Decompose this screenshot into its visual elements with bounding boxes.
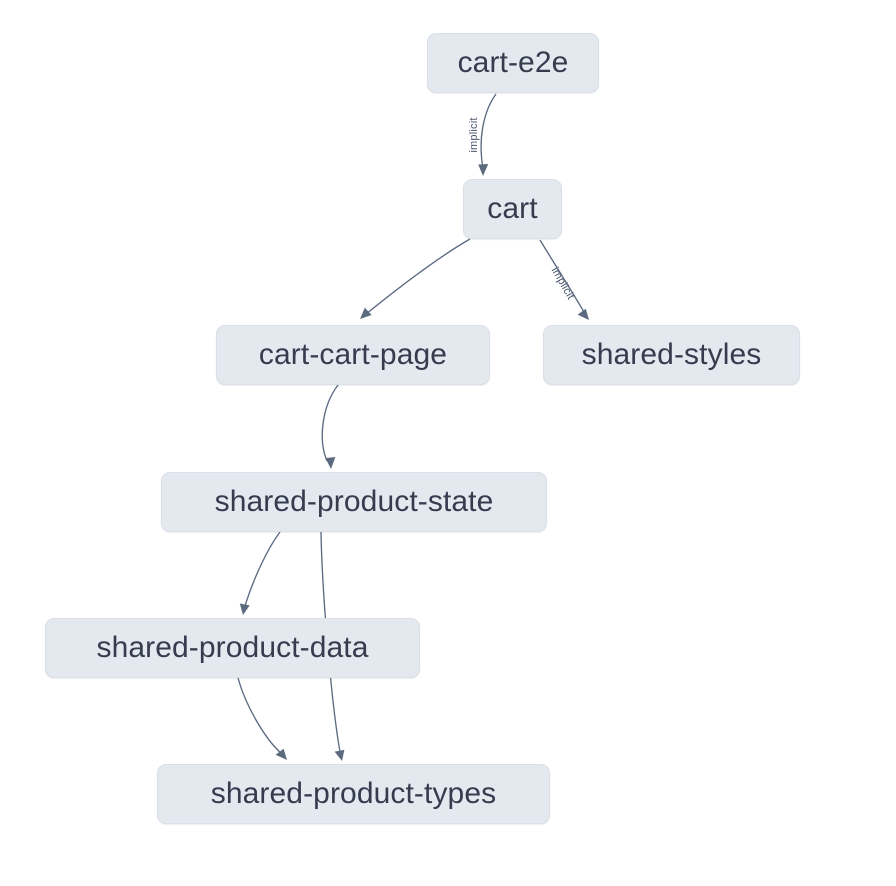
graph-node-label: shared-product-types (210, 777, 497, 810)
graph-edge-edge-shared-product-state-to-shared-product-data (239, 531, 281, 615)
graph-edge-edge-cart-to-shared-styles: implicit (539, 239, 589, 320)
edge-label: implicit (549, 265, 577, 302)
graph-edge-edge-cart-to-cart-cart-page (360, 238, 471, 319)
edge-line (480, 93, 497, 169)
edge-line (365, 238, 471, 315)
graph-edge-edge-cart-e2e-to-cart: implicit (468, 93, 497, 176)
edge-arrowhead-icon (478, 164, 489, 176)
edge-arrowhead-icon (360, 307, 372, 319)
edge-arrowhead-icon (325, 457, 336, 469)
graph-node-shared-styles[interactable]: shared-styles (543, 325, 800, 385)
edge-arrowhead-icon (577, 308, 589, 320)
graph-node-shared-product-state[interactable]: shared-product-state (161, 472, 547, 532)
graph-edge-edge-cart-cart-page-to-shared-product-state (321, 384, 339, 469)
graph-node-label: shared-styles (581, 338, 762, 371)
edge-line (237, 677, 282, 754)
edge-label: implicit (468, 117, 480, 152)
graph-node-label: cart-cart-page (258, 338, 448, 371)
graph-node-shared-product-types[interactable]: shared-product-types (157, 764, 550, 824)
graph-node-label: cart (487, 192, 538, 225)
edge-arrowhead-icon (334, 749, 345, 761)
edge-line (539, 239, 585, 313)
graph-edge-edge-shared-product-data-to-shared-product-types (237, 677, 287, 760)
graph-node-cart-e2e[interactable]: cart-e2e (427, 33, 599, 93)
graph-node-cart[interactable]: cart (463, 179, 562, 239)
edge-line (244, 531, 281, 607)
edge-line (321, 384, 339, 462)
graph-node-label: shared-product-state (214, 485, 494, 518)
graph-node-cart-cart-page[interactable]: cart-cart-page (216, 325, 490, 385)
graph-node-shared-product-data[interactable]: shared-product-data (45, 618, 420, 678)
graph-node-label: shared-product-data (96, 631, 369, 664)
graph-node-label: cart-e2e (457, 46, 569, 79)
edge-arrowhead-icon (239, 603, 250, 615)
edge-arrowhead-icon (275, 748, 287, 760)
